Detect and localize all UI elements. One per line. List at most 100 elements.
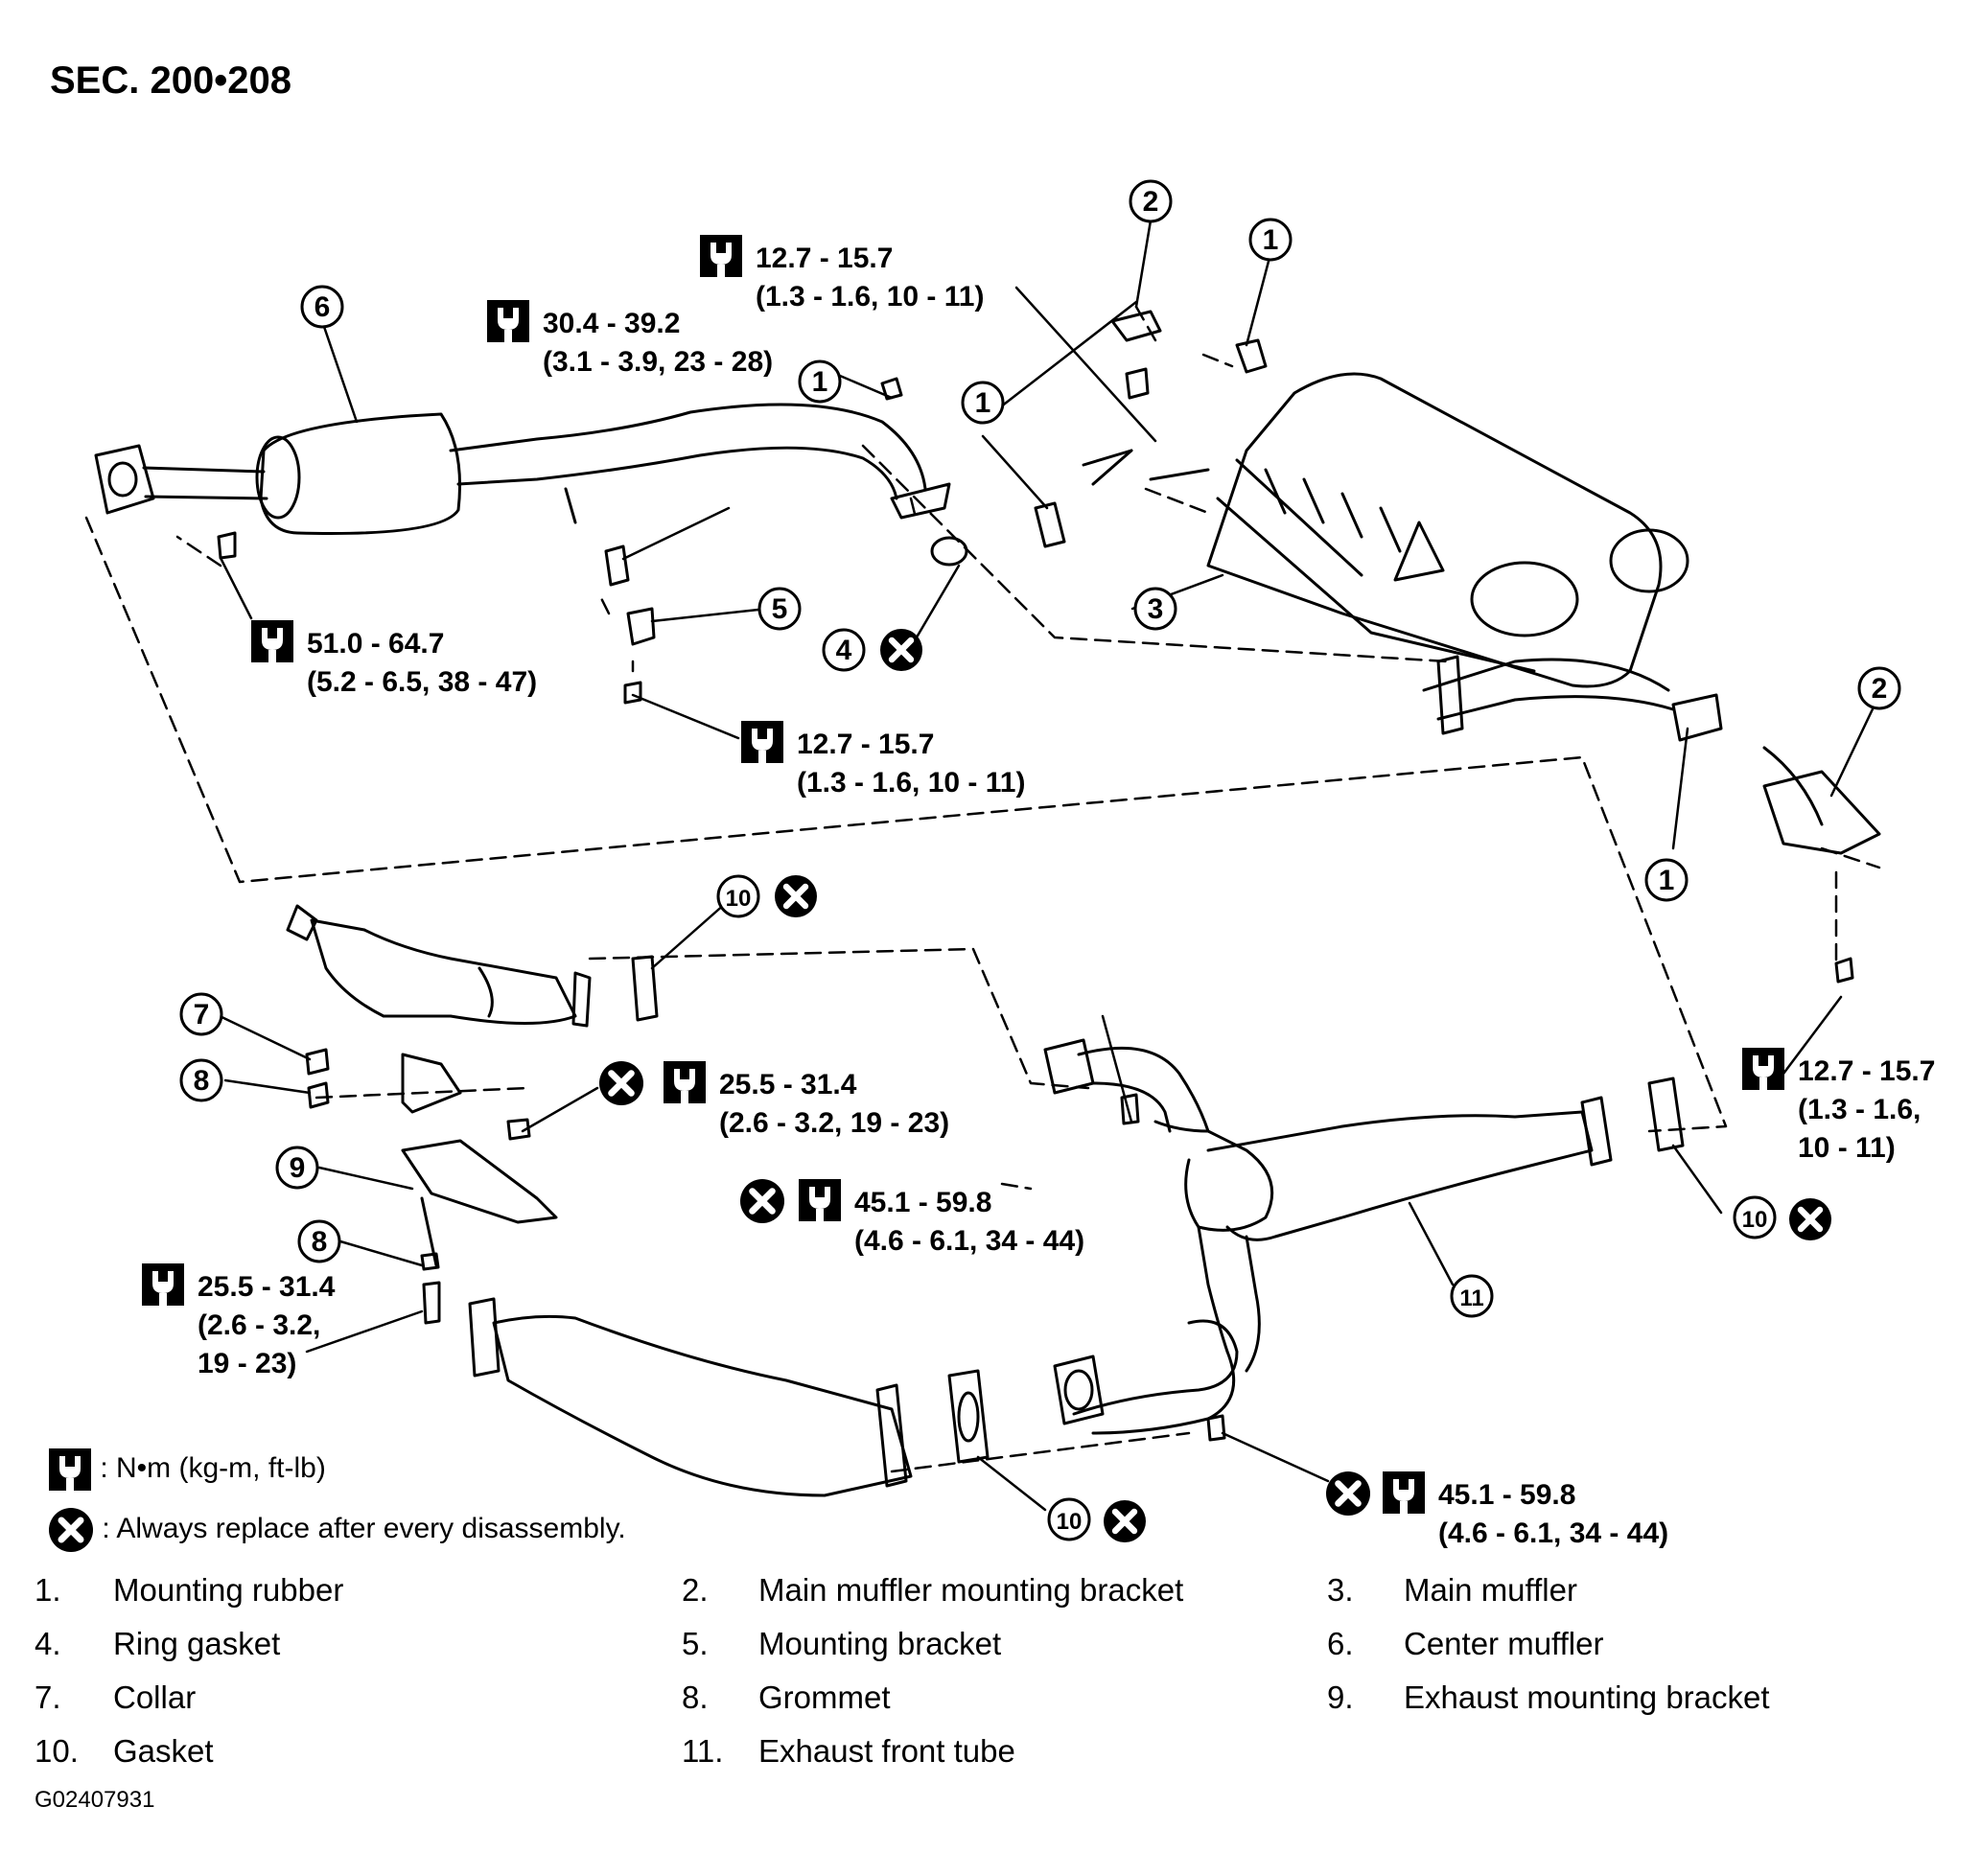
- torque-wrench-icon: [142, 1263, 184, 1306]
- section-title: SEC. 200•208: [50, 59, 291, 102]
- svg-text:10: 10: [726, 886, 752, 912]
- part-number: 3.: [1327, 1572, 1354, 1608]
- svg-text:8: 8: [194, 1065, 210, 1097]
- svg-text:4: 4: [836, 635, 852, 666]
- callout-1: 1: [798, 359, 842, 404]
- svg-text:2: 2: [1872, 673, 1888, 705]
- torque-value: 12.7 - 15.7: [1798, 1055, 1935, 1087]
- torque-wrench-icon: [49, 1448, 91, 1492]
- callout-1: 1: [1248, 218, 1293, 262]
- svg-text:1: 1: [812, 366, 828, 398]
- part-label: Mounting bracket: [758, 1626, 1002, 1661]
- torque-wrench-icon: [251, 620, 293, 662]
- replace-x-icon: [599, 1061, 643, 1105]
- svg-text:5: 5: [772, 593, 788, 625]
- callout-2: 2: [1129, 179, 1173, 223]
- torque-conversion: (2.6 - 3.2, 19 - 23): [719, 1107, 949, 1139]
- front-tube-drawing: [286, 904, 1685, 1497]
- callout-5: 5: [757, 587, 802, 631]
- part-number: 11.: [682, 1733, 724, 1769]
- svg-text:9: 9: [290, 1152, 306, 1184]
- callout-6: 6: [300, 285, 344, 329]
- svg-text:7: 7: [194, 999, 210, 1031]
- callout-10: 10: [716, 874, 760, 918]
- torque-unit-label: : N•m (kg-m, ft-lb): [100, 1451, 326, 1484]
- torque-value: 12.7 - 15.7: [797, 729, 934, 760]
- replace-x-icon: [1104, 1500, 1146, 1542]
- callout-1: 1: [1644, 858, 1689, 902]
- part-label: Gasket: [113, 1733, 214, 1769]
- svg-text:6: 6: [314, 291, 331, 323]
- svg-text:1: 1: [1659, 865, 1675, 896]
- part-label: Main muffler: [1404, 1572, 1577, 1608]
- replace-x-icon: [1326, 1471, 1370, 1516]
- callout-8: 8: [179, 1058, 223, 1102]
- replace-x-icon: [880, 629, 922, 671]
- part-label: Collar: [113, 1679, 197, 1715]
- figure-code: G02407931: [35, 1787, 155, 1813]
- torque-conversion: (3.1 - 3.9, 23 - 28): [543, 346, 773, 378]
- replace-x-icon: [740, 1179, 784, 1223]
- torque-conversion: (4.6 - 6.1, 34 - 44): [854, 1225, 1084, 1257]
- torque-wrench-icon: [700, 235, 742, 277]
- main-muffler-drawing: [1034, 310, 1881, 984]
- svg-text:1: 1: [1263, 224, 1279, 256]
- torque-wrench-icon: [1383, 1471, 1425, 1514]
- part-number: 6.: [1327, 1626, 1354, 1661]
- callout-4: 4: [822, 628, 866, 672]
- torque-conversion: 10 - 11): [1798, 1132, 1896, 1164]
- torque-legend: : N•m (kg-m, ft-lb): [48, 1448, 326, 1492]
- svg-text:10: 10: [1742, 1207, 1768, 1233]
- svg-text:11: 11: [1459, 1285, 1483, 1311]
- torque-value: 51.0 - 64.7: [307, 628, 444, 660]
- svg-text:10: 10: [1057, 1509, 1083, 1535]
- part-label: Main muffler mounting bracket: [758, 1572, 1184, 1608]
- part-label: Exhaust front tube: [758, 1733, 1015, 1769]
- torque-value: 12.7 - 15.7: [756, 243, 893, 274]
- replace-x-icon: [49, 1508, 93, 1552]
- callout-10: 10: [1733, 1195, 1777, 1239]
- torque-conversion: 19 - 23): [198, 1348, 296, 1379]
- part-number: 7.: [35, 1679, 61, 1715]
- part-number: 8.: [682, 1679, 709, 1715]
- replace-x-icon: [775, 875, 817, 917]
- torque-value: 45.1 - 59.8: [1438, 1479, 1575, 1511]
- replace-x-icon: [1789, 1198, 1831, 1240]
- torque-value: 25.5 - 31.4: [198, 1271, 336, 1303]
- replace-legend: : Always replace after every disassembly…: [48, 1507, 626, 1553]
- torque-conversion: (1.3 - 1.6, 10 - 11): [797, 767, 1025, 799]
- torque-conversion: (5.2 - 6.5, 38 - 47): [307, 666, 537, 698]
- part-number: 9.: [1327, 1679, 1354, 1715]
- callout-8: 8: [297, 1219, 341, 1263]
- callout-10: 10: [1047, 1497, 1091, 1541]
- part-label: Ring gasket: [113, 1626, 281, 1661]
- torque-value: 30.4 - 39.2: [543, 308, 680, 339]
- svg-text:2: 2: [1143, 186, 1159, 218]
- svg-text:3: 3: [1148, 593, 1164, 625]
- leader-lines: [214, 219, 1881, 1512]
- callout-2: 2: [1857, 666, 1901, 710]
- callout-7: 7: [179, 992, 223, 1036]
- torque-wrench-icon: [1742, 1048, 1784, 1090]
- part-label: Exhaust mounting bracket: [1404, 1679, 1770, 1715]
- callout-1: 1: [961, 381, 1005, 425]
- torque-value: 25.5 - 31.4: [719, 1069, 857, 1100]
- replace-note-label: : Always replace after every disassembly…: [102, 1512, 626, 1544]
- torque-value: 45.1 - 59.8: [854, 1187, 991, 1218]
- torque-conversion: (4.6 - 6.1, 34 - 44): [1438, 1517, 1668, 1549]
- torque-wrench-icon: [741, 721, 783, 763]
- part-number: 4.: [35, 1626, 61, 1661]
- assembly-guide-lines: [84, 305, 1881, 1473]
- center-muffler-drawing: [94, 377, 968, 705]
- torque-wrench-icon: [664, 1061, 706, 1103]
- part-number: 2.: [682, 1572, 709, 1608]
- part-label: Center muffler: [1404, 1626, 1604, 1661]
- torque-wrench-icon: [487, 300, 529, 342]
- part-label: Mounting rubber: [113, 1572, 344, 1608]
- part-label: Grommet: [758, 1679, 891, 1715]
- part-number: 1.: [35, 1572, 61, 1608]
- part-number: 5.: [682, 1626, 709, 1661]
- callout-11: 11: [1450, 1274, 1494, 1318]
- part-number: 10.: [35, 1733, 79, 1769]
